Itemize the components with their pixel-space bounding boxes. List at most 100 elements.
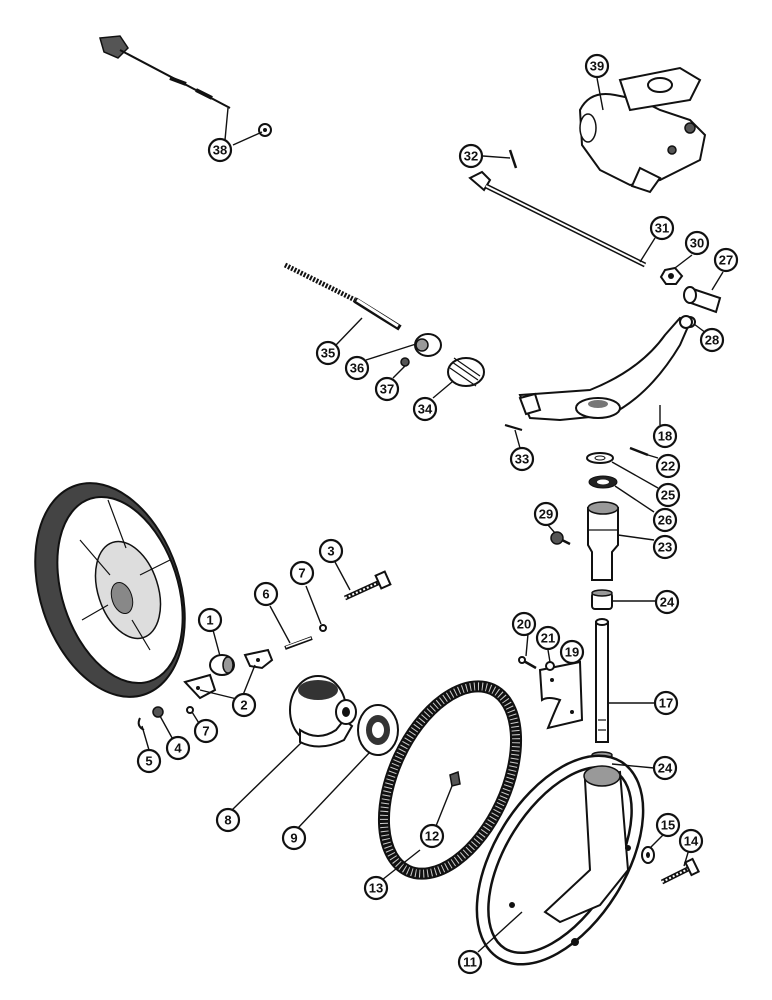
callout-label: 33 xyxy=(515,452,529,467)
callout-label: 26 xyxy=(658,513,672,528)
part-7-ring-upper xyxy=(319,624,327,632)
callout-label: 38 xyxy=(213,143,227,158)
part-35-threaded-rod xyxy=(283,262,402,331)
callout-label: 36 xyxy=(350,361,364,376)
part-38-throttle-rod xyxy=(99,35,272,137)
part-13-gasket xyxy=(377,680,523,880)
part-12-screw xyxy=(449,770,461,787)
callout-label: 35 xyxy=(321,346,335,361)
part-17-shaft xyxy=(595,618,609,743)
callout-label: 25 xyxy=(661,488,675,503)
callout-label: 37 xyxy=(380,382,394,397)
callout-label: 34 xyxy=(418,402,433,417)
callout-label: 18 xyxy=(658,429,672,444)
callout-7-lower: 7 xyxy=(193,718,219,744)
callout-36: 36 xyxy=(344,355,370,381)
part-11-governor-housing xyxy=(475,754,645,966)
callout-label: 30 xyxy=(690,236,704,251)
part-29-screw xyxy=(550,531,571,546)
part-3-bolt xyxy=(343,570,392,601)
callout-label: 14 xyxy=(684,834,699,849)
callout-22: 22 xyxy=(655,453,681,479)
callout-label: 12 xyxy=(425,829,439,844)
callout-label: 11 xyxy=(463,955,477,970)
callout-label: 13 xyxy=(369,881,383,896)
callout-19: 19 xyxy=(559,639,585,665)
callout-27: 27 xyxy=(713,247,739,273)
part-1-weight xyxy=(209,654,235,676)
callout-20: 20 xyxy=(511,611,537,637)
callout-3: 3 xyxy=(318,538,344,564)
callout-label: 7 xyxy=(202,724,209,739)
callout-label: 9 xyxy=(290,831,297,846)
callout-21: 21 xyxy=(535,625,561,651)
callout-26: 26 xyxy=(652,507,678,533)
callout-label: 8 xyxy=(224,813,231,828)
callout-label: 21 xyxy=(541,631,555,646)
part-23-sleeve xyxy=(587,501,619,581)
callout-2: 2 xyxy=(231,692,257,718)
part-36-spring-seat xyxy=(414,333,442,357)
callout-24-lower: 24 xyxy=(652,755,678,781)
callout-15: 15 xyxy=(655,812,681,838)
part-37-nut xyxy=(400,357,410,367)
callout-11: 11 xyxy=(457,949,483,975)
callout-12: 12 xyxy=(419,823,445,849)
callout-32: 32 xyxy=(458,143,484,169)
part-22-pin xyxy=(629,446,649,457)
callout-33: 33 xyxy=(509,446,535,472)
leader-lines xyxy=(141,77,724,953)
callout-label: 29 xyxy=(539,507,553,522)
callout-label: 6 xyxy=(262,587,269,602)
part-32-cotter-pin xyxy=(508,149,518,169)
callout-label: 4 xyxy=(174,741,182,756)
callout-13: 13 xyxy=(363,875,389,901)
callout-label: 1 xyxy=(206,613,213,628)
callout-9: 9 xyxy=(281,825,307,851)
callout-label: 23 xyxy=(658,540,672,555)
callout-25: 25 xyxy=(655,482,681,508)
callout-38: 38 xyxy=(207,137,233,163)
part-8-governor-cup xyxy=(289,675,357,748)
part-6-pin xyxy=(284,636,313,650)
callout-label: 3 xyxy=(327,544,334,559)
part-9-ball-bearing xyxy=(357,704,399,756)
part-30-nut xyxy=(659,266,684,285)
callout-4: 4 xyxy=(165,735,191,761)
part-19-bracket xyxy=(538,660,584,730)
callout-label: 19 xyxy=(565,645,579,660)
callout-31: 31 xyxy=(649,215,675,241)
callout-39: 39 xyxy=(584,53,610,79)
callout-37: 37 xyxy=(374,376,400,402)
callout-14: 14 xyxy=(678,828,704,854)
callout-label: 15 xyxy=(661,818,675,833)
callout-17: 17 xyxy=(653,690,679,716)
callout-label: 27 xyxy=(719,253,733,268)
governor-gear xyxy=(34,482,186,698)
callout-8: 8 xyxy=(215,807,241,833)
part-15-washer xyxy=(641,846,655,864)
callout-label: 17 xyxy=(659,696,673,711)
part-24-bushing-upper xyxy=(591,589,613,610)
callout-35: 35 xyxy=(315,340,341,366)
callout-label: 20 xyxy=(517,617,531,632)
callout-label: 22 xyxy=(661,459,675,474)
callout-23: 23 xyxy=(652,534,678,560)
callout-label: 28 xyxy=(705,333,719,348)
part-20-screw xyxy=(518,656,537,670)
callout-label: 2 xyxy=(240,698,247,713)
callout-label: 5 xyxy=(145,754,152,769)
part-34-spring xyxy=(447,357,485,387)
callout-5: 5 xyxy=(136,748,162,774)
part-33-pin xyxy=(504,423,523,432)
part-4-nut xyxy=(152,706,164,718)
part-14-bolt xyxy=(660,857,701,885)
callout-7-upper: 7 xyxy=(289,560,315,586)
part-26-bearing xyxy=(588,475,618,489)
callout-28: 28 xyxy=(699,327,725,353)
part-31-governor-rod xyxy=(468,170,647,268)
callout-29: 29 xyxy=(533,501,559,527)
part-21-lock-washer xyxy=(545,661,555,671)
part-18-governor-lever xyxy=(518,315,693,422)
